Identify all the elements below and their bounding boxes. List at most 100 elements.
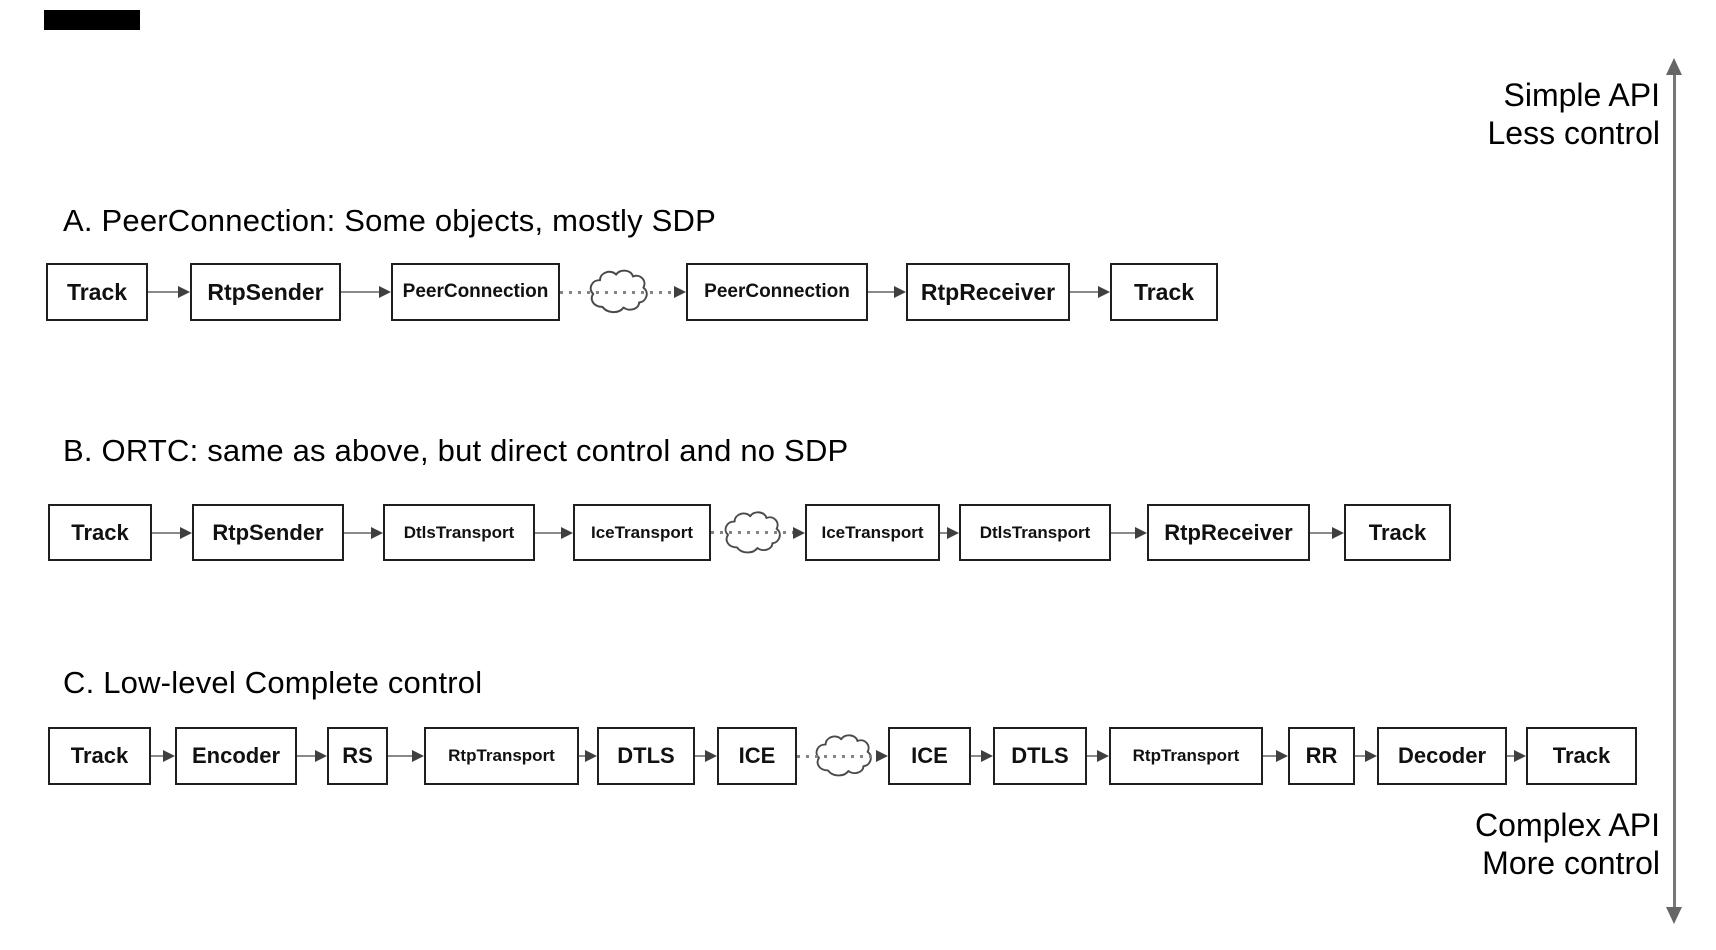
arrow-line	[1070, 291, 1099, 293]
node-box-track: Track	[48, 504, 152, 561]
arrow-line	[1507, 755, 1515, 757]
arrowhead-right-icon	[561, 526, 573, 539]
arrowhead-right-icon	[1514, 750, 1526, 762]
arrow-line	[297, 755, 316, 757]
node-box-dtls: DTLS	[597, 727, 695, 785]
arrow-line	[868, 291, 895, 293]
node-box-rtptransport: RtpTransport	[424, 727, 579, 785]
complex-api-text: Complex API	[1475, 807, 1660, 843]
node-label: Track	[66, 278, 128, 305]
node-label: Encoder	[191, 743, 281, 768]
node-label: RtpReceiver	[920, 278, 1056, 305]
arrow-dotted-line	[797, 754, 877, 758]
arrowhead-right-icon	[981, 750, 993, 762]
node-box-rtptransport: RtpTransport	[1109, 727, 1263, 785]
node-box-rtpreceiver: RtpReceiver	[906, 263, 1070, 321]
arrowhead-right-icon	[163, 750, 175, 762]
node-box-ice: ICE	[717, 727, 797, 785]
arrowhead-right-icon	[793, 526, 805, 539]
node-label: IceTransport	[590, 522, 694, 542]
node-box-dtlstransport: DtlsTransport	[959, 504, 1111, 561]
node-label: PeerConnection	[402, 281, 549, 302]
arrowhead-right-icon	[1097, 750, 1109, 762]
arrowhead-right-icon	[876, 750, 888, 762]
row-a-title: A. PeerConnection: Some objects, mostly …	[63, 203, 717, 238]
axis-arrow-up-icon	[1666, 58, 1682, 75]
node-box-dtls: DTLS	[993, 727, 1087, 785]
arrow-line	[971, 755, 982, 757]
axis-arrow-down-icon	[1666, 907, 1682, 924]
arrow-line	[1263, 755, 1277, 757]
arrow-line	[535, 531, 562, 534]
node-label: DtlsTransport	[403, 522, 515, 542]
arrow-dotted-line	[560, 290, 675, 294]
node-box-decoder: Decoder	[1377, 727, 1507, 785]
node-box-icetransport: IceTransport	[573, 504, 711, 561]
node-box-rtpsender: RtpSender	[192, 504, 344, 561]
arrowhead-right-icon	[178, 286, 190, 298]
arrowhead-right-icon	[1365, 750, 1377, 762]
complexity-axis-line	[1673, 72, 1676, 910]
node-label: ICE	[738, 743, 776, 768]
node-box-rr: RR	[1288, 727, 1355, 785]
node-box-rtpsender: RtpSender	[190, 263, 341, 321]
node-label: Track	[1133, 278, 1195, 305]
complex-api-axis-label: Complex API More control	[1475, 806, 1660, 882]
arrowhead-right-icon	[1332, 526, 1344, 539]
arrow-line	[1355, 755, 1366, 757]
arrowhead-right-icon	[412, 750, 424, 762]
row-c-title: C. Low-level Complete control	[63, 665, 483, 700]
node-label: RR	[1305, 743, 1338, 768]
arrow-line	[341, 291, 380, 293]
node-box-icetransport: IceTransport	[805, 504, 940, 561]
node-label: RtpSender	[212, 519, 324, 545]
arrowhead-right-icon	[1135, 526, 1147, 539]
node-label: Track	[1552, 743, 1611, 768]
arrowhead-right-icon	[674, 286, 686, 298]
node-label: PeerConnection	[704, 281, 850, 302]
arrowhead-right-icon	[585, 750, 597, 762]
node-label: RtpSender	[207, 278, 324, 305]
arrow-line	[1310, 531, 1333, 534]
arrow-line	[1111, 531, 1136, 534]
arrow-line	[1087, 755, 1098, 757]
node-box-track: Track	[46, 263, 148, 321]
node-box-track: Track	[1110, 263, 1218, 321]
node-label: Track	[70, 743, 129, 768]
node-label: RS	[342, 743, 373, 768]
arrow-line	[579, 755, 586, 757]
node-label: RtpReceiver	[1164, 519, 1293, 545]
arrowhead-right-icon	[894, 286, 906, 298]
node-box-track: Track	[1526, 727, 1637, 785]
node-box-track: Track	[48, 727, 151, 785]
less-control-text: Less control	[1487, 115, 1660, 151]
arrow-line	[344, 531, 372, 534]
node-label: ICE	[911, 743, 948, 768]
node-label: Track	[1368, 519, 1427, 545]
arrowhead-right-icon	[947, 526, 959, 539]
arrow-dotted-line	[711, 531, 794, 534]
arrowhead-right-icon	[315, 750, 327, 762]
node-box-peerconnection: PeerConnection	[686, 263, 868, 321]
simple-api-text: Simple API	[1503, 77, 1660, 113]
arrow-line	[151, 755, 164, 757]
arrow-line	[388, 755, 413, 757]
arrowhead-right-icon	[1276, 750, 1288, 762]
node-label: Track	[71, 519, 129, 545]
arrow-line	[940, 531, 948, 534]
node-box-peerconnection: PeerConnection	[391, 263, 560, 321]
node-box-encoder: Encoder	[175, 727, 297, 785]
node-box-rtpreceiver: RtpReceiver	[1147, 504, 1310, 561]
node-label: DTLS	[1011, 743, 1069, 768]
node-label: RtpTransport	[1132, 746, 1240, 765]
node-label: DtlsTransport	[979, 522, 1091, 542]
node-box-ice: ICE	[888, 727, 971, 785]
arrowhead-right-icon	[379, 286, 391, 298]
arrowhead-right-icon	[371, 526, 383, 539]
arrow-line	[695, 755, 706, 757]
node-label: IceTransport	[821, 522, 924, 542]
node-box-rs: RS	[327, 727, 388, 785]
arrow-line	[152, 531, 181, 534]
node-label: DTLS	[617, 743, 675, 768]
